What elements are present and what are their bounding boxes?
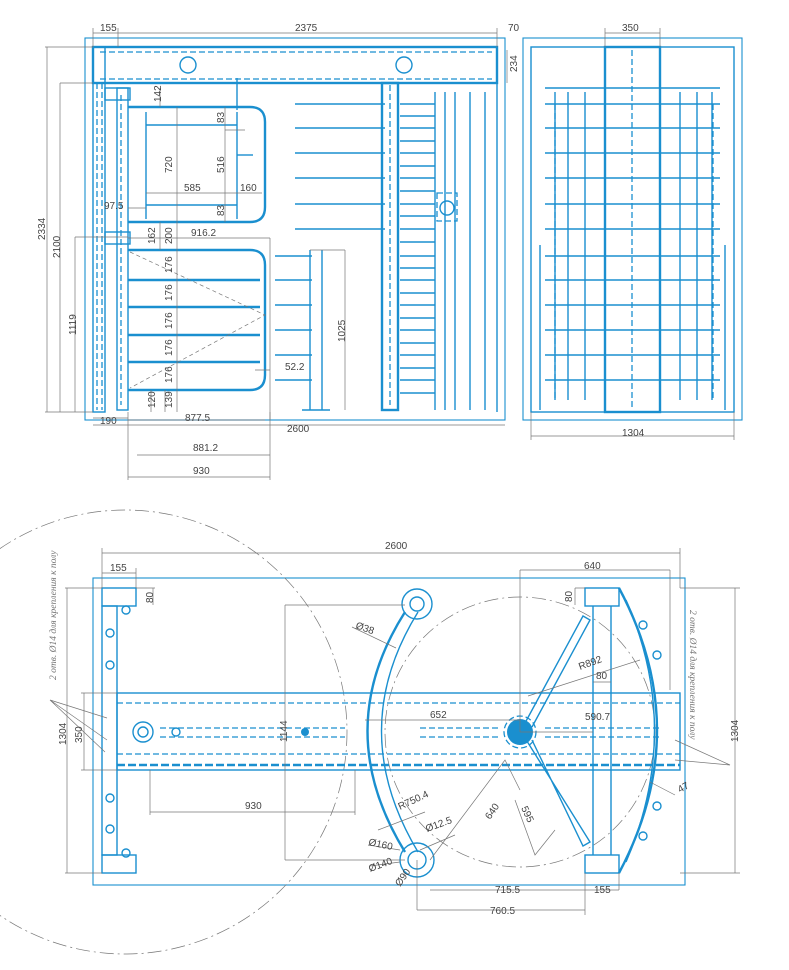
- dim-2600: 2600: [287, 424, 310, 435]
- dim-2600-plan: 2600: [385, 541, 408, 552]
- front-view-frame: [84, 37, 506, 421]
- dim-720: 720: [164, 156, 175, 173]
- note-anchor-holes-right: 2 отв. Ø14 для крепления к полу: [687, 610, 698, 740]
- dim-d140: Ø140: [367, 856, 394, 875]
- lower-gate: [128, 248, 267, 392]
- dim-155: 155: [100, 23, 117, 34]
- passage-band: [116, 692, 681, 771]
- front-view: 155 2375 70 234 2334 2100 1119 142 83 72…: [37, 23, 520, 480]
- dim-155-plan: 155: [110, 563, 127, 574]
- dim-52-2: 52.2: [285, 362, 305, 373]
- dim-80-left: 80: [145, 591, 156, 603]
- dim-1304-left: 1304: [58, 722, 69, 745]
- dim-155-right: 155: [594, 885, 611, 896]
- dim-176-2: 176: [164, 284, 175, 301]
- dim-190: 190: [100, 416, 117, 427]
- dim-1304: 1304: [622, 428, 645, 439]
- side-view: 350 1304: [522, 23, 743, 440]
- dim-640-diag: 640: [483, 801, 502, 821]
- dim-1304-right: 1304: [730, 719, 741, 742]
- dim-350: 350: [622, 23, 639, 34]
- dim-590-7: 590.7: [585, 712, 610, 723]
- dim-2100: 2100: [52, 235, 63, 258]
- dim-r750-4: R750.4: [397, 789, 431, 813]
- dim-120: 120: [147, 391, 158, 408]
- dim-2375: 2375: [295, 23, 318, 34]
- dim-234: 234: [509, 55, 520, 72]
- upper-gate: [128, 105, 267, 224]
- dim-516: 516: [216, 156, 227, 173]
- dim-640-top: 640: [584, 561, 601, 572]
- dim-160: 160: [240, 183, 257, 194]
- dim-142: 142: [153, 85, 164, 102]
- dim-877-5: 877.5: [185, 413, 210, 424]
- dim-176-5: 176: [164, 366, 175, 383]
- dim-162: 162: [147, 227, 158, 244]
- dim-1144: 1144: [279, 720, 290, 742]
- dim-881-2: 881.2: [193, 443, 218, 454]
- dim-652: 652: [430, 710, 447, 721]
- dim-1025: 1025: [337, 319, 348, 342]
- dim-d12-5: Ø12.5: [424, 815, 454, 835]
- dim-70: 70: [508, 23, 520, 34]
- dim-97-5: 97.5: [104, 201, 124, 212]
- dim-80-mid: 80: [596, 671, 608, 682]
- top-flange: [401, 588, 433, 620]
- dim-715-5: 715.5: [495, 885, 520, 896]
- dim-d160: Ø160: [367, 837, 394, 853]
- dim-930: 930: [193, 466, 210, 477]
- dim-595: 595: [518, 805, 535, 825]
- dim-200: 200: [164, 227, 175, 244]
- left-post: [92, 46, 106, 413]
- dim-83-bottom: 83: [216, 204, 227, 216]
- turnstile-column: [380, 81, 400, 412]
- dim-176-4: 176: [164, 339, 175, 356]
- dim-350-plan: 350: [74, 726, 85, 743]
- dim-139: 139: [164, 391, 175, 408]
- dim-760-5: 760.5: [490, 906, 515, 917]
- dim-80-right: 80: [564, 590, 575, 602]
- dim-2334: 2334: [37, 217, 48, 240]
- dim-d38: Ø38: [354, 620, 376, 637]
- note-anchor-holes-left: 2 отв. Ø14 для крепления к полу: [48, 550, 59, 680]
- dim-916-2: 916.2: [191, 228, 216, 239]
- gate-sweep-circle: [0, 509, 348, 955]
- left-arc-rail: [366, 611, 407, 853]
- dim-1119: 1119: [68, 314, 79, 335]
- dim-176-3: 176: [164, 312, 175, 329]
- plan-frame: [92, 577, 686, 886]
- plan-view: 2600 155 80 1304 350 Ø38 1144 652 930 R7…: [0, 509, 741, 955]
- dim-930-plan: 930: [245, 801, 262, 812]
- dim-83-top: 83: [216, 111, 227, 123]
- dim-176-1: 176: [164, 256, 175, 273]
- dim-585: 585: [184, 183, 201, 194]
- dim-47: 47: [676, 780, 692, 795]
